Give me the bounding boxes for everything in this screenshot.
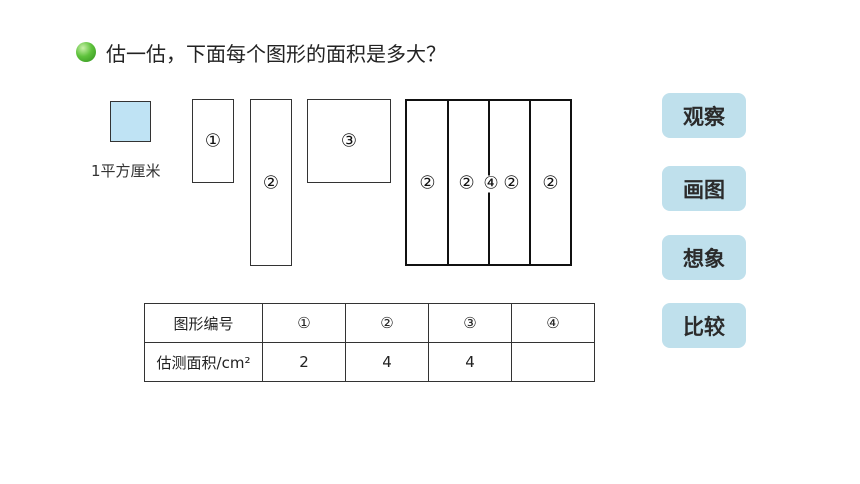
table-cell: 估测面积/cm²	[144, 342, 263, 382]
shape-1: ①	[192, 99, 234, 183]
shape-4-strip: ②	[447, 101, 488, 264]
table-cell: 图形编号	[144, 303, 263, 343]
table-cell: ②	[345, 303, 429, 343]
shape-4-strip-label: ②	[458, 172, 475, 193]
shape-4-strip-label: ②	[542, 172, 559, 193]
table-cell: 4	[428, 342, 512, 382]
table-cell: ③	[428, 303, 512, 343]
table-cell: ④	[511, 303, 595, 343]
estimate-table: 图形编号 ① ② ③ ④ 估测面积/cm² 2 4 4	[144, 303, 595, 382]
shape-2-label: ②	[262, 172, 280, 193]
shape-3-label: ③	[340, 130, 358, 152]
table-row: 估测面积/cm² 2 4 4	[144, 342, 595, 382]
draw-button[interactable]: 画图	[662, 166, 746, 211]
imagine-button[interactable]: 想象	[662, 235, 746, 280]
shape-4-strip: ②	[407, 101, 448, 264]
table-cell: 4	[345, 342, 429, 382]
shape-4: ② ② ② ② ④	[405, 99, 572, 266]
unit-square-label: 1平方厘米	[91, 162, 161, 180]
green-bullet-icon	[76, 42, 96, 62]
observe-button[interactable]: 观察	[662, 93, 746, 138]
shape-4-label: ④	[483, 173, 499, 194]
shape-3: ③	[307, 99, 391, 183]
table-cell: ①	[262, 303, 346, 343]
table-row: 图形编号 ① ② ③ ④	[144, 303, 595, 343]
question-title: 估一估，下面每个图形的面积是多大？	[106, 42, 446, 66]
table-cell: 2	[262, 342, 346, 382]
shape-4-strip-label: ②	[503, 172, 520, 193]
shape-4-strip: ②	[529, 101, 570, 264]
unit-square	[110, 101, 151, 142]
estimate-input-cell[interactable]	[511, 342, 595, 382]
shape-1-label: ①	[204, 130, 222, 152]
shape-4-strip-label: ②	[419, 172, 436, 193]
shape-2: ②	[250, 99, 292, 266]
compare-button[interactable]: 比较	[662, 303, 746, 348]
